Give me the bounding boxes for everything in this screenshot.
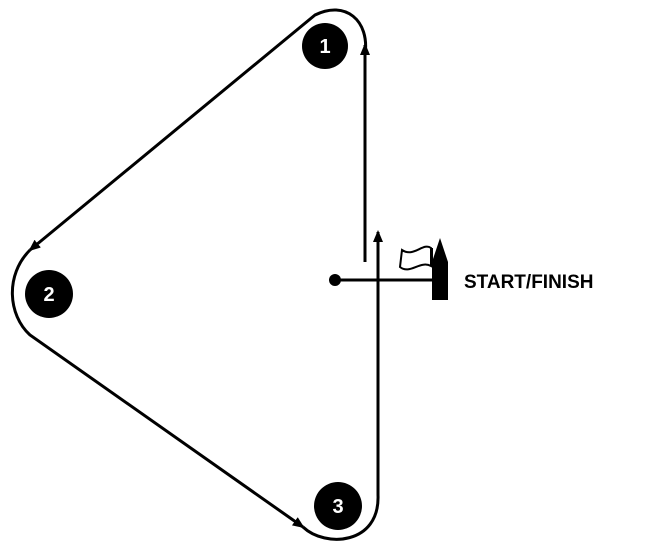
start-finish-label: START/FINISH — [464, 272, 593, 293]
mark-1: 1 — [302, 23, 348, 69]
mark-3-label: 3 — [332, 496, 343, 518]
leg-mark3-to-finish — [301, 230, 383, 541]
mark-3: 3 — [314, 482, 362, 530]
mark-2-label: 2 — [43, 284, 54, 306]
pin-end-buoy — [329, 274, 341, 286]
leg-mark2-to-mark3 — [10, 248, 305, 529]
committee-boat-icon — [398, 238, 448, 300]
mark-1-label: 1 — [319, 36, 330, 58]
mark-2: 2 — [25, 270, 73, 318]
